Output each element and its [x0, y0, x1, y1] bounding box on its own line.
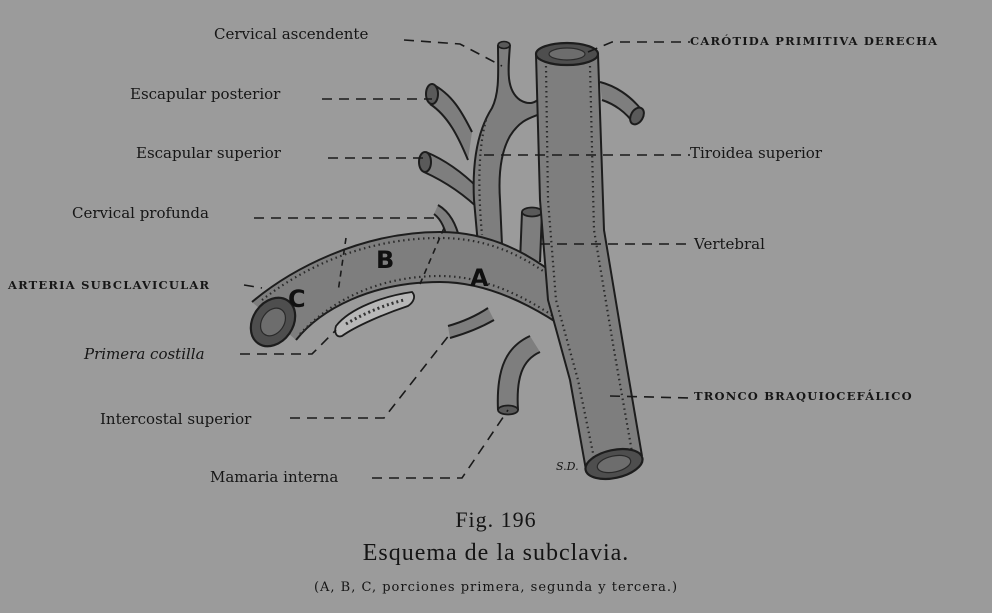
caption: Fig. 196 Esquema de la subclavia. (A, B,…	[314, 507, 678, 595]
portion-b: B	[376, 246, 394, 274]
primera-costilla	[334, 291, 415, 338]
figure-subtitle: (A, B, C, porciones primera, segunda y t…	[314, 580, 678, 595]
leader-lines	[240, 39, 691, 479]
figure-title: Esquema de la subclavia.	[363, 540, 630, 566]
leader-arteria-subclavicular	[243, 284, 263, 289]
portion-a: A	[470, 264, 489, 292]
label-primera-costilla: Primera costilla	[83, 345, 205, 363]
portion-divider-bc	[337, 237, 347, 293]
escapular-posterior-branch	[425, 83, 473, 161]
label-escapular-posterior: Escapular posterior	[130, 85, 281, 103]
portion-c: C	[288, 285, 306, 313]
mamaria-interna-branch	[496, 335, 541, 416]
label-vertebral: Vertebral	[693, 235, 765, 253]
label-arteria-subclavicular: Arteria subclavicular	[7, 278, 210, 292]
label-cervical-ascendente: Cervical ascendente	[214, 25, 368, 43]
tiroidea-superior-branch	[599, 81, 645, 126]
escapular-superior-branch	[418, 151, 483, 213]
label-cervical-profunda: Cervical profunda	[72, 204, 209, 222]
arteria-subclavia	[249, 227, 607, 361]
figure-number: Fig. 196	[455, 507, 536, 532]
leader-tronco	[609, 395, 691, 399]
label-tiroidea: Tiroidea superior	[690, 144, 823, 162]
label-mamaria-interna: Mamaria interna	[210, 468, 338, 486]
leader-mamaria-interna	[372, 409, 509, 479]
label-carotida: Carótida primitiva derecha	[690, 34, 938, 48]
tronco-tirocervical	[472, 40, 541, 246]
artist-signature: S.D.	[556, 460, 579, 473]
leader-cervical-ascendente	[403, 39, 503, 67]
intercostal-superior-branch	[447, 307, 495, 339]
label-intercostal-superior: Intercostal superior	[100, 410, 252, 428]
leader-intercostal-superior	[290, 333, 451, 419]
label-escapular-superior: Escapular superior	[136, 144, 282, 162]
label-tronco: Tronco braquiocefálico	[694, 389, 913, 403]
carotida-tronco	[534, 41, 644, 481]
artery-illustration	[249, 40, 645, 481]
leader-carotida	[587, 41, 690, 53]
leader-primera-costilla	[240, 329, 337, 355]
labels: Cervical ascendente Escapular posterior …	[7, 25, 938, 486]
